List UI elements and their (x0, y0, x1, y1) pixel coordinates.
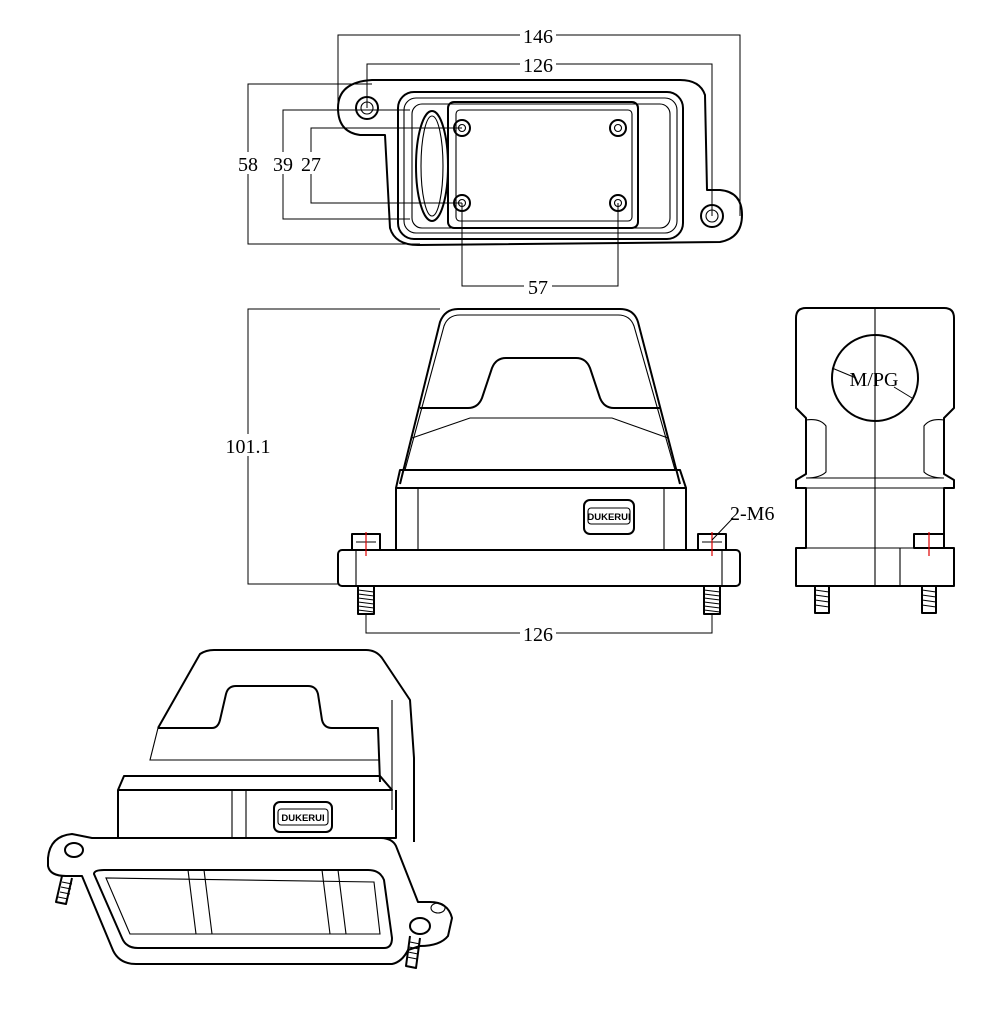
flange-base (337, 549, 741, 587)
iso-logo-text: DUKERUI (281, 813, 324, 824)
iso-rib-4 (337, 869, 347, 935)
screw-boss-tr (609, 119, 627, 137)
housing-body (395, 487, 687, 551)
side-view-recess-left (805, 419, 827, 479)
front-view: DUKERUI 2-M6 101.1 (222, 308, 774, 646)
top-view-cable-entry (415, 110, 449, 222)
hood-collar (395, 469, 687, 489)
dim-126-bottom-label: 126 (523, 624, 553, 646)
iso-logo-badge (273, 801, 333, 833)
side-stud-left-hatch (814, 589, 830, 608)
iso-hood-edge (149, 727, 380, 761)
dim-27-bg (299, 152, 325, 174)
side-stud-left (814, 585, 830, 614)
bolt-thread-left-hatch (357, 589, 375, 613)
iso-logo-badge-inner (277, 808, 329, 826)
iso-flange-opening-inner (105, 877, 381, 935)
dim-146-label: 146 (523, 26, 553, 48)
dim-126-top-bg (520, 53, 556, 75)
side-view: M/PG (795, 307, 955, 614)
side-view-outline (795, 307, 955, 587)
dim-58-bg (236, 152, 262, 174)
bolt-thread-right-hatch (703, 589, 721, 613)
top-view-opening (447, 101, 639, 229)
handle-lower-edge (411, 417, 669, 439)
top-view-frame-3 (411, 103, 671, 229)
bolt-label: 2-M6 (730, 503, 774, 525)
top-view: 146 126 58 39 27 57 (236, 24, 743, 299)
dim-57-label: 57 (528, 277, 548, 299)
top-view-frame-outer (397, 91, 684, 240)
iso-hood-top (157, 649, 415, 842)
dim-101-bg (222, 434, 274, 456)
logo-text-front: DUKERUI (587, 512, 630, 523)
cable-entry-circle (831, 334, 919, 422)
iso-stud-right (405, 935, 421, 969)
dim-101-label: 101.1 (226, 436, 271, 458)
side-stud-right (921, 585, 937, 614)
dim-39-bg (271, 152, 297, 174)
top-view-flange-outline (337, 79, 743, 246)
side-stud-right-hatch (921, 589, 937, 608)
hood-inner-edge (404, 314, 676, 471)
iso-stud-left-hatch (57, 881, 73, 900)
dim-39-label: 39 (273, 154, 293, 176)
logo-badge (583, 499, 635, 535)
iso-handle (158, 685, 381, 783)
iso-stud-right-hatch (406, 941, 421, 960)
iso-collar (117, 775, 393, 791)
iso-flange (47, 833, 453, 965)
screw-tr (613, 123, 623, 133)
iso-rib-3 (321, 869, 331, 935)
dim-58-label: 58 (238, 154, 258, 176)
top-view-opening-inner (455, 109, 633, 222)
handle-outline (420, 357, 660, 409)
dim-146-bg (520, 24, 556, 46)
top-view-frame-2 (403, 97, 678, 234)
iso-hole-right-2 (430, 902, 446, 914)
logo-badge-inner (587, 507, 631, 525)
iso-rib-1 (187, 869, 197, 935)
cable-entry-leader-right (893, 386, 913, 399)
top-view-cable-entry-inner (420, 115, 444, 217)
dim-126-top-label: 126 (523, 55, 553, 77)
cable-entry-label: M/PG (850, 369, 899, 391)
dim-27-label: 27 (301, 154, 321, 176)
iso-rib-2 (203, 869, 213, 935)
iso-hole-right (409, 917, 431, 935)
side-view-recess-right (923, 419, 945, 479)
isometric-view: DUKERUI (47, 649, 453, 969)
iso-housing (117, 790, 397, 839)
cable-entry-leader-left (831, 367, 857, 379)
hood-outline (399, 308, 681, 485)
iso-flange-opening (93, 869, 393, 949)
iso-stud-left (55, 875, 73, 905)
bolt-leader-line (711, 517, 734, 541)
dim-126-bottom-bg (520, 622, 556, 644)
dim-57-bg (524, 275, 552, 297)
iso-hole-left (64, 842, 84, 858)
